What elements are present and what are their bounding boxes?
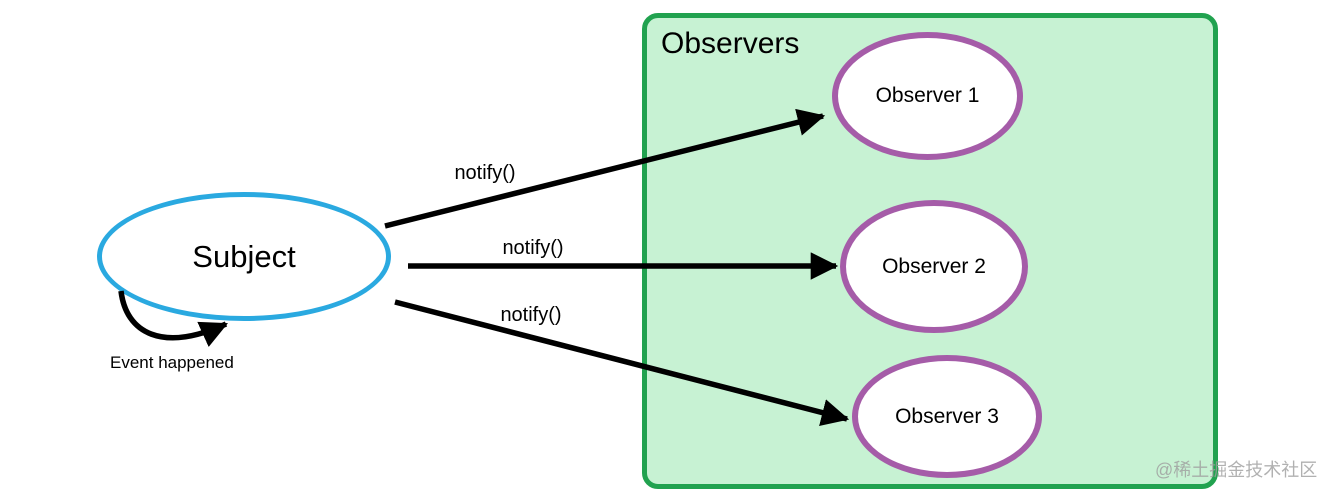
observer-3-label: Observer 3	[895, 404, 999, 428]
notify-label-2: notify()	[502, 237, 564, 259]
observer-node-3: Observer 3	[852, 355, 1042, 478]
notify-label-3: notify()	[500, 304, 562, 326]
observer-1-label: Observer 1	[875, 84, 980, 107]
event-happened-label: Event happened	[110, 353, 234, 372]
observer-node-1: Observer 1	[832, 32, 1023, 160]
subject-node: Subject	[97, 192, 391, 321]
observers-box-title: Observers	[661, 27, 800, 60]
notify-label-1: notify()	[454, 162, 516, 184]
watermark: @稀土掘金技术社区	[1155, 460, 1318, 480]
observer-node-2: Observer 2	[840, 200, 1028, 333]
subject-label: Subject	[192, 238, 296, 274]
observer-2-label: Observer 2	[882, 254, 986, 278]
